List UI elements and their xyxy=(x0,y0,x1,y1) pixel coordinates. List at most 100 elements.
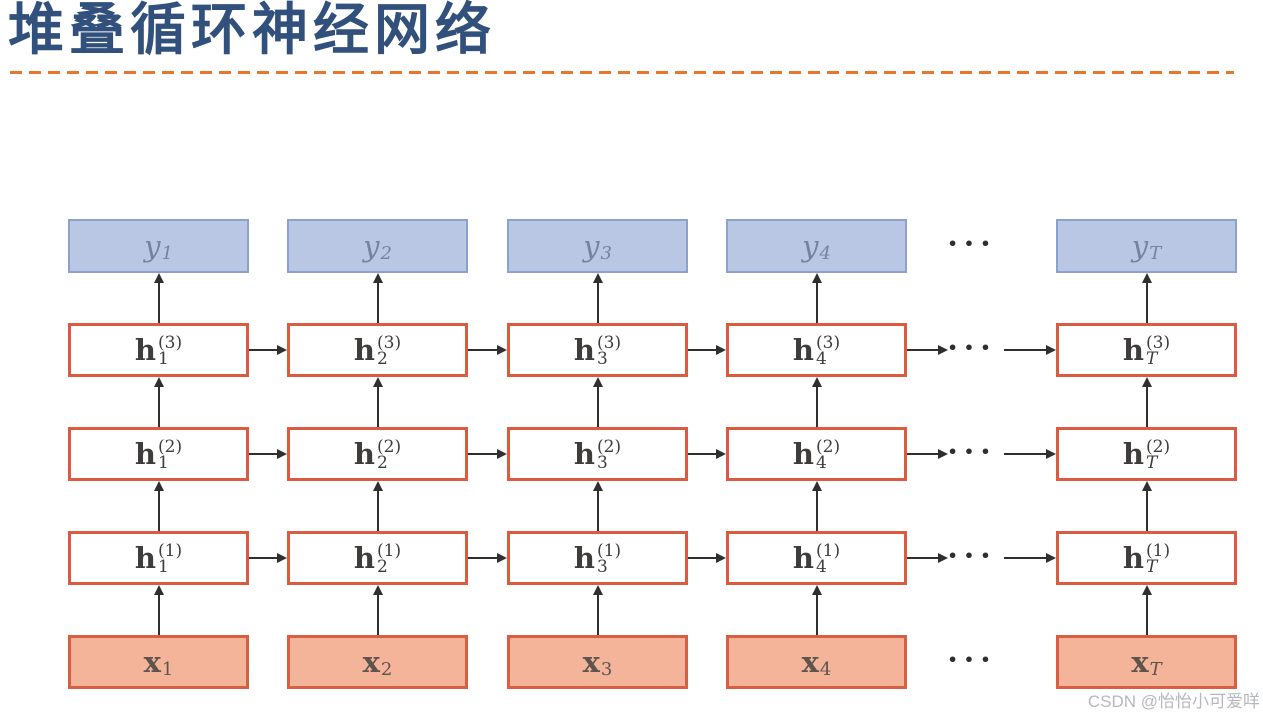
node-label: h(1)T xyxy=(1122,540,1171,577)
node-h-1: h(2)1 xyxy=(68,427,249,481)
node-label: h(1)4 xyxy=(792,540,841,577)
arrow-up-icon xyxy=(1142,273,1152,283)
arrow-right-icon xyxy=(497,345,507,355)
arrow-up-icon xyxy=(373,481,383,491)
arrow-up-icon xyxy=(812,585,822,595)
node-h-3: h(1)3 xyxy=(507,531,688,585)
arrow-up-line xyxy=(597,282,599,323)
arrow-up-icon xyxy=(1142,377,1152,387)
title-divider xyxy=(10,71,1234,74)
arrow-up-line xyxy=(158,282,160,323)
arrow-right-line xyxy=(907,349,939,351)
arrow-up-line xyxy=(377,282,379,323)
arrow-up-icon xyxy=(812,481,822,491)
arrow-right-line xyxy=(468,453,498,455)
arrow-up-icon xyxy=(373,273,383,283)
arrow-right-icon xyxy=(716,553,726,563)
ellipsis: ··· xyxy=(947,330,997,366)
arrow-right-line xyxy=(468,349,498,351)
arrow-right-icon xyxy=(716,449,726,459)
node-label: h(2)4 xyxy=(792,436,841,473)
node-h-4: h(2)4 xyxy=(726,427,907,481)
arrow-up-icon xyxy=(373,585,383,595)
arrow-right-line xyxy=(1004,349,1047,351)
arrow-up-line xyxy=(816,490,818,531)
arrow-up-icon xyxy=(154,481,164,491)
node-h-1: h(3)1 xyxy=(68,323,249,377)
arrow-right-icon xyxy=(277,345,287,355)
node-label: h(3)4 xyxy=(792,332,841,369)
arrow-up-line xyxy=(158,594,160,635)
arrow-right-icon xyxy=(1046,553,1056,563)
arrow-up-icon xyxy=(154,377,164,387)
node-label: h(3)2 xyxy=(353,332,402,369)
node-label: h(2)T xyxy=(1122,436,1171,473)
arrow-up-icon xyxy=(812,273,822,283)
arrow-right-icon xyxy=(938,449,948,459)
arrow-right-icon xyxy=(1046,449,1056,459)
arrow-right-icon xyxy=(497,553,507,563)
ellipsis: ··· xyxy=(947,434,997,470)
arrow-up-line xyxy=(1146,594,1148,635)
arrow-up-line xyxy=(597,594,599,635)
node-h-4: h(1)4 xyxy=(726,531,907,585)
node-label: h(2)2 xyxy=(353,436,402,473)
node-h-T: h(2)T xyxy=(1056,427,1237,481)
arrow-up-icon xyxy=(593,481,603,491)
arrow-right-icon xyxy=(938,553,948,563)
arrow-right-icon xyxy=(938,345,948,355)
node-label: h(1)3 xyxy=(573,540,622,577)
arrow-up-line xyxy=(597,386,599,427)
arrow-up-line xyxy=(1146,386,1148,427)
node-h-4: h(3)4 xyxy=(726,323,907,377)
arrow-up-icon xyxy=(1142,481,1152,491)
arrow-up-line xyxy=(377,490,379,531)
node-label: h(1)1 xyxy=(134,540,183,577)
arrow-right-line xyxy=(249,557,278,559)
arrow-up-line xyxy=(816,282,818,323)
arrow-right-line xyxy=(249,453,278,455)
node-h-3: h(3)3 xyxy=(507,323,688,377)
arrow-right-icon xyxy=(497,449,507,459)
arrow-up-line xyxy=(158,386,160,427)
arrow-right-line xyxy=(688,557,717,559)
ellipsis: ··· xyxy=(947,642,997,678)
arrow-up-icon xyxy=(154,273,164,283)
arrow-up-line xyxy=(816,594,818,635)
node-label: h(2)3 xyxy=(573,436,622,473)
arrow-up-icon xyxy=(812,377,822,387)
arrow-right-line xyxy=(249,349,278,351)
arrow-right-line xyxy=(688,453,717,455)
node-h-2: h(3)2 xyxy=(287,323,468,377)
arrow-right-line xyxy=(907,557,939,559)
arrow-right-icon xyxy=(1046,345,1056,355)
arrow-right-line xyxy=(1004,453,1047,455)
arrow-right-line xyxy=(688,349,717,351)
arrow-up-line xyxy=(597,490,599,531)
node-h-2: h(1)2 xyxy=(287,531,468,585)
node-label: h(2)1 xyxy=(134,436,183,473)
arrow-up-icon xyxy=(1142,585,1152,595)
node-h-T: h(1)T xyxy=(1056,531,1237,585)
arrow-up-icon xyxy=(373,377,383,387)
